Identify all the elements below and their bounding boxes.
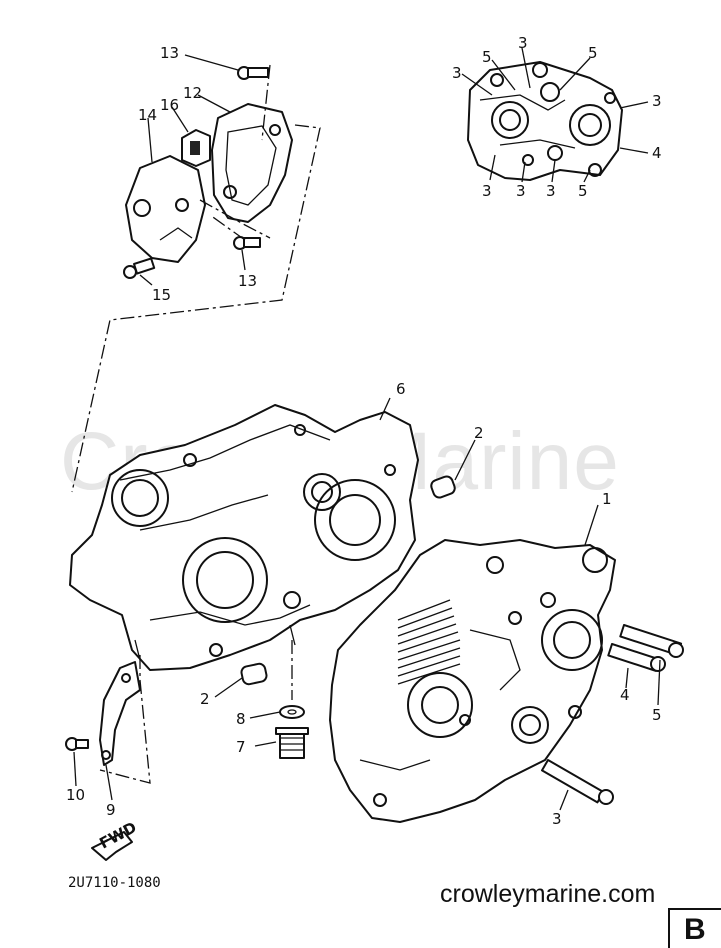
callout-3f: 3 — [546, 182, 556, 200]
plate-9 — [99, 661, 141, 766]
washer-8 — [279, 705, 305, 719]
callout-3b: 3 — [518, 34, 528, 52]
callout-1: 1 — [602, 490, 612, 508]
drain-plug-7 — [275, 727, 309, 759]
callout-5a: 5 — [482, 48, 492, 66]
cover-assembly — [71, 64, 321, 493]
callout-16: 16 — [160, 96, 179, 114]
callout-3c: 3 — [652, 92, 662, 110]
callout-2b: 2 — [200, 690, 210, 708]
fwd-arrow: FWD — [91, 818, 140, 861]
callout-3e: 3 — [516, 182, 526, 200]
page-tab: B — [668, 908, 721, 948]
bolt-5 — [619, 624, 684, 658]
callout-10: 10 — [66, 786, 85, 804]
left-crankcase — [69, 404, 419, 671]
callout-15: 15 — [152, 286, 171, 304]
callout-3a: 3 — [452, 64, 462, 82]
callout-9: 9 — [106, 801, 116, 819]
callout-13: 13 — [160, 44, 179, 62]
site-text: crowleymarine.com — [440, 880, 656, 908]
callout-7: 7 — [236, 738, 246, 756]
callout-5b: 5 — [588, 44, 598, 62]
callout-5d: 5 — [652, 706, 662, 724]
bolt-15 — [123, 257, 156, 279]
callout-4b: 4 — [620, 686, 630, 704]
callout-4a: 4 — [652, 144, 662, 162]
screw-10 — [65, 737, 89, 751]
callout-5c: 5 — [578, 182, 588, 200]
bolt-12 — [233, 236, 261, 250]
page-letter: B — [684, 913, 706, 946]
callout-14: 14 — [138, 106, 157, 124]
callout-6: 6 — [396, 380, 406, 398]
callout-12: 13 — [238, 272, 257, 290]
dowel-pin-2-upper — [430, 475, 456, 499]
dowel-pin-2-lower — [240, 662, 268, 686]
callout-11: 12 — [183, 84, 202, 102]
callout-2a: 2 — [474, 424, 484, 442]
bolt-4 — [607, 643, 666, 672]
callout-3g: 3 — [552, 810, 562, 828]
bolt-location-view — [467, 61, 623, 181]
diagram-code: 2U7110-1080 — [68, 875, 161, 891]
callout-8: 8 — [236, 710, 246, 728]
callout-3d: 3 — [482, 182, 492, 200]
bolt-3 — [541, 759, 614, 805]
right-crankcase — [329, 539, 616, 823]
bolt-13 — [237, 66, 269, 80]
callouts: 13 12 16 14 15 13 3 5 3 5 3 4 3 3 3 5 6 … — [66, 34, 662, 828]
leader-lines — [73, 47, 661, 811]
